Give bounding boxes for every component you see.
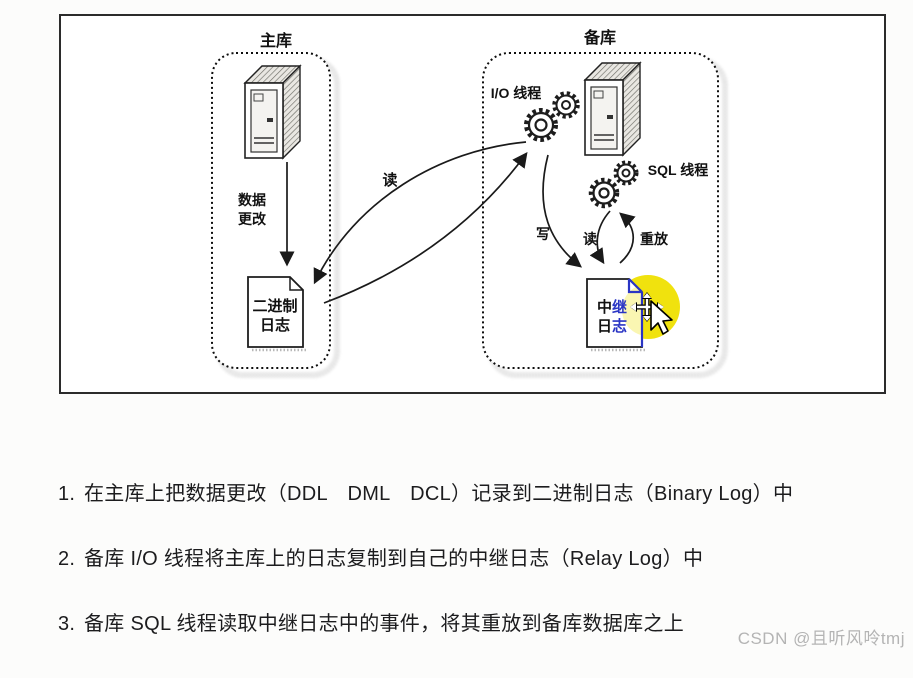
- note-item-3: 3. 备库 SQL 线程读取中继日志中的事件，将其重放到备库数据库之上: [58, 613, 898, 636]
- note-number: 3.: [58, 613, 76, 635]
- master-title-label: 主库: [260, 31, 292, 50]
- relay-doc-selection-edge: [627, 278, 644, 347]
- mouse-cursor: [630, 292, 673, 335]
- slave-server-icon: [583, 61, 642, 157]
- write-label: 写: [536, 226, 550, 242]
- note-item-1: 1. 在主库上把数据更改（DDL DML DCL）记录到二进制日志（Binary…: [58, 483, 898, 506]
- note-number: 2.: [58, 548, 76, 570]
- note-number: 1.: [58, 483, 76, 505]
- read-return-arrow: [323, 151, 528, 304]
- note-text: 备库 SQL 线程读取中继日志中的事件，将其重放到备库数据库之上: [84, 613, 684, 635]
- master-box-shadow: [216, 57, 340, 378]
- io-thread-gears-icon: [524, 91, 580, 142]
- relay-read-arrow: [589, 210, 611, 265]
- relay-char-zhi: 志: [612, 317, 627, 335]
- relay-label-line2: 日志: [597, 317, 627, 335]
- relay-char-zhong: 中: [597, 298, 612, 316]
- relay-read-label: 读: [583, 231, 597, 247]
- diagram-frame: [59, 14, 886, 394]
- binlog-label-line1: 二进制: [252, 297, 297, 315]
- replay-label: 重放: [640, 231, 669, 247]
- note-item-2: 2. 备库 I/O 线程将主库上的日志复制到自己的中继日志（Relay Log）…: [58, 548, 898, 571]
- relay-char-ri: 日: [597, 318, 612, 335]
- notes-list: 1. 在主库上把数据更改（DDL DML DCL）记录到二进制日志（Binary…: [58, 483, 898, 678]
- write-arrow: [542, 154, 582, 268]
- master-server-icon: [243, 64, 302, 160]
- sql-thread-label: SQL 线程: [648, 162, 708, 178]
- io-thread-label: I/O 线程: [491, 85, 542, 101]
- binlog-doc-icon: 二进制 日志: [247, 276, 306, 352]
- replication-diagram: 主库 备库 I/O 线程 S: [59, 14, 886, 394]
- replay-arrow: [619, 212, 636, 264]
- slave-title-label: 备库: [583, 28, 616, 47]
- note-text: 在主库上把数据更改（DDL DML DCL）记录到二进制日志（Binary Lo…: [84, 483, 794, 505]
- data-change-label-line1: 数据: [238, 192, 266, 208]
- sql-thread-gears-icon: [588, 160, 639, 209]
- data-change-label-line2: 更改: [238, 211, 267, 227]
- note-text: 备库 I/O 线程将主库上的日志复制到自己的中继日志（Relay Log）中: [84, 548, 704, 570]
- relay-char-ji: 继: [612, 298, 627, 316]
- relay-label-line1: 中继: [597, 298, 627, 316]
- watermark: CSDN @且听风呤tmj: [737, 629, 905, 648]
- binlog-label-line2: 日志: [260, 316, 290, 334]
- replication-diagram-svg: 主库 备库 I/O 线程 S: [59, 14, 886, 394]
- read-request-arrow: [313, 141, 527, 285]
- read-label: 读: [382, 171, 397, 189]
